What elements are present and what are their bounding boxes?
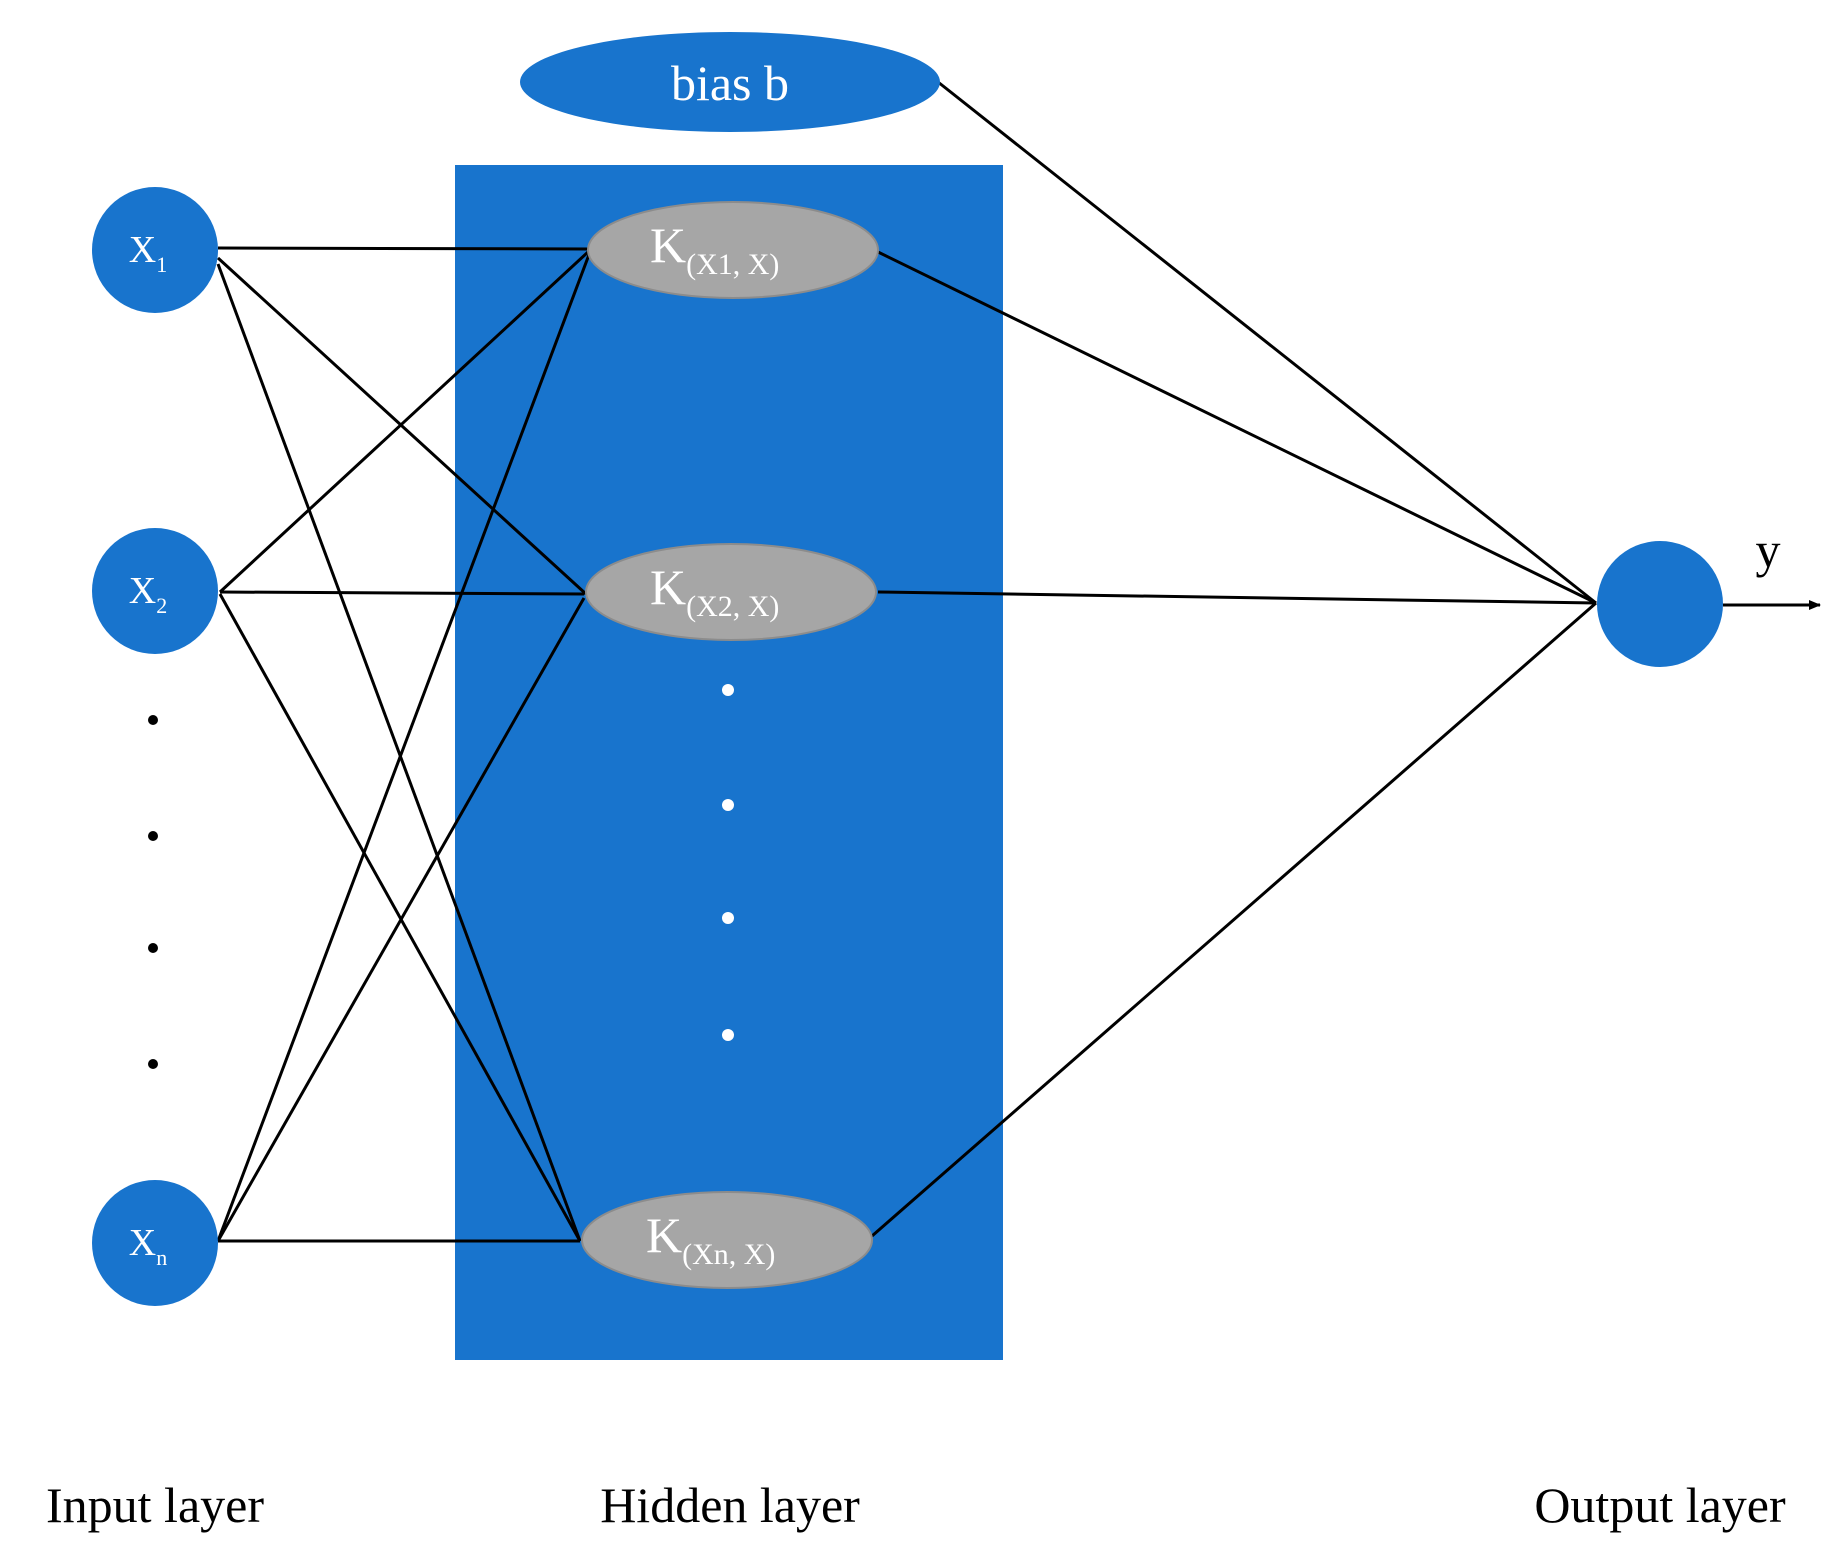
- edge-x2-k2: [219, 590, 585, 596]
- edge-x2-k1: [218, 250, 590, 594]
- svg-text:Xn: Xn: [129, 1222, 167, 1270]
- hidden-node-k1-sub: (X1, X): [686, 248, 779, 281]
- input-ellipsis: [148, 715, 158, 1069]
- svg-text:X2: X2: [129, 570, 167, 618]
- input-node-x1-base: X: [129, 229, 156, 271]
- input-node-x1-sub: 1: [156, 252, 167, 277]
- edge-x2-kn: [218, 593, 582, 1242]
- hidden-output-edges: [871, 80, 1597, 1238]
- hidden-node-k1-base: K: [650, 217, 686, 273]
- edge-x1-k1: [217, 246, 591, 251]
- edge-k2-out: [877, 590, 1597, 605]
- output-layer-caption: Output layer: [1534, 1477, 1786, 1533]
- hidden-layer-caption: Hidden layer: [600, 1477, 860, 1533]
- output-node: [1597, 541, 1723, 667]
- hidden-node-kn-sub: (Xn, X): [682, 1238, 775, 1271]
- edge-xn-k2: [216, 597, 586, 1242]
- edge-k1-out: [877, 250, 1597, 605]
- hidden-node-k1: K(X1, X): [587, 201, 879, 299]
- svg-text:K(X2, X): K(X2, X): [650, 559, 779, 623]
- edge-xn-k1: [216, 251, 592, 1242]
- edge-x1-k2: [216, 256, 588, 596]
- hidden-layer-box: [455, 165, 1003, 1360]
- bias-node: bias b: [520, 32, 940, 132]
- svg-text:X1: X1: [129, 229, 167, 277]
- input-node-x1: X1: [92, 187, 218, 313]
- edge-bias-out: [937, 80, 1597, 605]
- input-node-x2-sub: 2: [156, 593, 167, 618]
- output-label: y: [1756, 522, 1781, 578]
- input-node-xn-sub: n: [156, 1245, 167, 1270]
- input-node-xn: Xn: [92, 1180, 218, 1306]
- bias-label: bias b: [671, 55, 789, 111]
- hidden-node-k2: K(X2, X): [585, 543, 877, 641]
- hidden-node-k2-base: K: [650, 559, 686, 615]
- edge-x1-kn: [216, 263, 582, 1242]
- input-node-x2: X2: [92, 528, 218, 654]
- edge-kn-out: [871, 601, 1597, 1238]
- svg-text:K(X1, X): K(X1, X): [650, 217, 779, 281]
- hidden-node-kn: K(Xn, X): [581, 1191, 873, 1289]
- svg-text:K(Xn, X): K(Xn, X): [646, 1207, 775, 1271]
- input-hidden-edges: [216, 246, 592, 1243]
- input-layer-caption: Input layer: [46, 1477, 264, 1533]
- input-node-xn-base: X: [129, 1222, 156, 1264]
- hidden-node-k2-sub: (X2, X): [686, 590, 779, 623]
- hidden-node-kn-base: K: [646, 1207, 682, 1263]
- input-node-x2-base: X: [129, 570, 156, 612]
- hidden-ellipsis: [722, 684, 734, 1041]
